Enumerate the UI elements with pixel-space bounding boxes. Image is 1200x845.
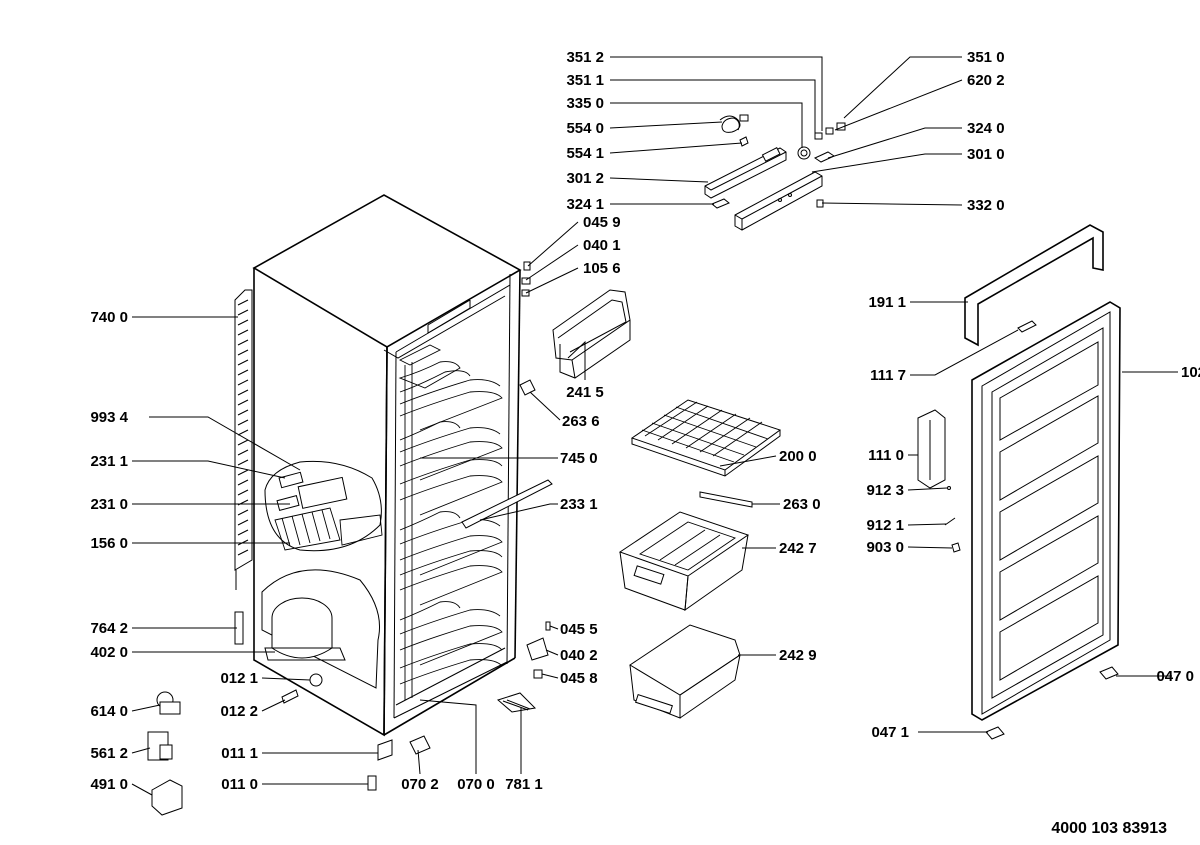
label-263-6: 263 6 — [562, 413, 600, 430]
label-614-0: 614 0 — [90, 703, 128, 720]
label-301-2: 301 2 — [566, 170, 604, 187]
compressor — [264, 597, 346, 687]
label-912-1: 912 1 — [866, 517, 904, 534]
label-561-2: 561 2 — [90, 745, 128, 762]
label-111-0: 111 0 — [868, 447, 904, 464]
label-070-2: 070 2 — [401, 776, 439, 793]
label-200-0: 200 0 — [779, 448, 817, 465]
label-242-9: 242 9 — [779, 647, 817, 664]
label-491-0: 491 0 — [90, 776, 128, 793]
label-620-2: 620 2 — [967, 72, 1005, 89]
cabinet-drawing — [234, 194, 522, 737]
label-402-0: 402 0 — [90, 644, 128, 661]
label-351-1: 351 1 — [566, 72, 604, 89]
control-area-cutout — [264, 460, 383, 552]
label-105-6: 105 6 — [583, 260, 621, 277]
label-745-0: 745 0 — [560, 450, 598, 467]
label-012-1: 012 1 — [220, 670, 258, 687]
label-912-3: 912 3 — [866, 482, 904, 499]
label-191-1: 191 1 — [868, 294, 906, 311]
label-011-0: 011 0 — [221, 776, 258, 793]
label-012-2: 012 2 — [220, 703, 258, 720]
label-903-0: 903 0 — [866, 539, 904, 556]
label-740-0: 740 0 — [90, 309, 128, 326]
label-156-0: 156 0 — [90, 535, 128, 552]
label-554-0: 554 0 — [566, 120, 604, 137]
part-labels: 351 2 351 1 335 0 554 0 554 1 301 2 324 … — [90, 49, 1200, 837]
label-102-0: 102 0 — [1181, 364, 1200, 381]
label-332-0: 332 0 — [967, 197, 1005, 214]
label-351-0: 351 0 — [967, 49, 1005, 66]
label-111-7: 111 7 — [870, 367, 906, 384]
label-231-1: 231 1 — [90, 453, 128, 470]
top-parts-drawing — [521, 114, 846, 297]
label-324-0: 324 0 — [967, 120, 1005, 137]
label-233-1: 233 1 — [560, 496, 598, 513]
bottom-small-parts-drawing — [147, 611, 431, 816]
document-number: 4000 103 83913 — [1051, 820, 1167, 837]
evaporator-shelves — [398, 344, 503, 700]
label-045-8: 045 8 — [560, 670, 598, 687]
label-764-2: 764 2 — [90, 620, 128, 637]
label-301-0: 301 0 — [967, 146, 1005, 163]
label-011-1: 011 1 — [221, 745, 258, 762]
door-drawing — [917, 224, 1121, 740]
label-047-1: 047 1 — [871, 724, 909, 741]
label-231-0: 231 0 — [90, 496, 128, 513]
label-070-0: 070 0 — [457, 776, 495, 793]
label-242-7: 242 7 — [779, 540, 817, 557]
label-351-2: 351 2 — [566, 49, 604, 66]
label-554-1: 554 1 — [566, 145, 604, 162]
label-040-2: 040 2 — [560, 647, 598, 664]
label-045-5: 045 5 — [560, 621, 598, 638]
label-047-0: 047 0 — [1156, 668, 1194, 685]
middle-parts-drawing — [461, 289, 782, 719]
label-324-1: 324 1 — [566, 196, 604, 213]
label-993-4: 993 4 — [90, 409, 128, 426]
label-045-9: 045 9 — [583, 214, 621, 231]
label-241-5: 241 5 — [566, 384, 604, 401]
condenser-coil — [234, 289, 253, 590]
label-781-1: 781 1 — [505, 776, 543, 793]
label-263-0: 263 0 — [783, 496, 821, 513]
label-040-1: 040 1 — [583, 237, 621, 254]
label-335-0: 335 0 — [566, 95, 604, 112]
leader-lines — [131, 56, 1178, 796]
